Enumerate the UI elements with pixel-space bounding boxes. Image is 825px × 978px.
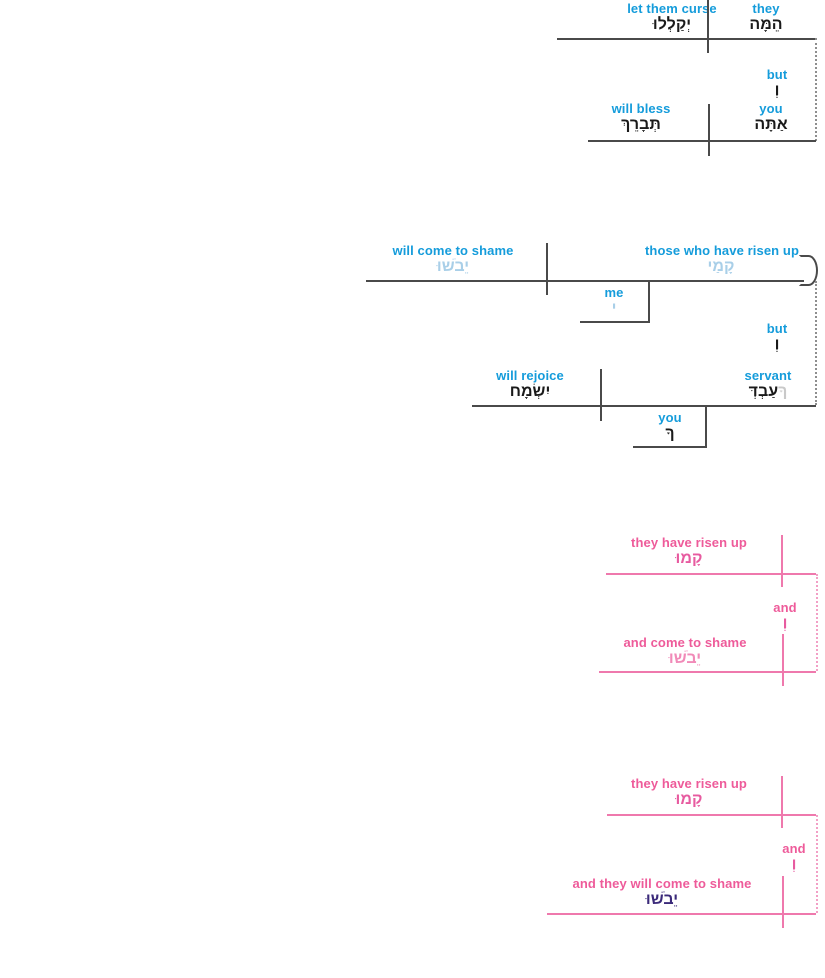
- hebrew-stem: עַבְדְּ: [748, 382, 779, 400]
- row-1b-subject: you אַתָּה: [726, 102, 816, 133]
- baseline-row-4a: [607, 814, 816, 816]
- gloss-text: and: [773, 600, 797, 615]
- baseline-row-2a: [366, 280, 804, 282]
- row-1b-conjunction: but וְ: [746, 68, 808, 99]
- subject-predicate-divider-4b: [782, 876, 784, 928]
- subject-predicate-divider-2b: [600, 369, 602, 421]
- conjunction-spine-2: [815, 281, 817, 405]
- modifier-base-2b: [633, 446, 707, 448]
- row-3b-predicate: and come to shame יֵבֹשׁוּ: [613, 636, 757, 667]
- row-3a-predicate: they have risen up קָמוּ: [628, 536, 750, 567]
- gloss-text: but: [766, 321, 788, 336]
- hebrew-text: תְּבָרֵךְ: [621, 115, 661, 133]
- hebrew-text: יִשְׂמָח: [509, 382, 551, 400]
- subject-predicate-divider-1b: [708, 104, 710, 156]
- relative-clause-hook-icon: [799, 255, 818, 286]
- gloss-text: they: [752, 1, 780, 16]
- hebrew-text: קָמוּ: [675, 549, 703, 567]
- conjunction-spine-3: [816, 574, 818, 671]
- gloss-text: me: [604, 285, 624, 300]
- conjunction-spine-1: [815, 38, 817, 141]
- subject-predicate-divider-3a: [781, 535, 783, 587]
- hebrew-text: וְ: [774, 81, 780, 99]
- row-3b-conjunction: and וְ: [758, 601, 812, 632]
- gloss-text: servant: [744, 368, 792, 383]
- gloss-text: you: [759, 101, 783, 116]
- conjunction-spine-4: [816, 815, 818, 913]
- gloss-text: they have risen up: [631, 776, 747, 791]
- baseline-row-3b: [599, 671, 816, 673]
- subject-predicate-divider-4a: [781, 776, 783, 828]
- gloss-text: and they will come to shame: [572, 876, 752, 891]
- hebrew-text: אַתָּה: [754, 115, 788, 133]
- row-2b-conjunction: but וְ: [746, 322, 808, 353]
- row-2a-subject: those who have risen up קָמַי: [645, 243, 799, 275]
- gloss-text: will come to shame: [392, 243, 514, 258]
- baseline-row-3a: [606, 573, 816, 575]
- row-1a-predicate: let them curse יְקַלְלוּ: [552, 2, 792, 33]
- hebrew-text: וְ: [791, 855, 797, 873]
- hebrew-text: יֵבֹשׁוּ: [645, 890, 679, 908]
- row-1a-subject: they הֵמָּה: [716, 2, 816, 33]
- modifier-riser-2b: [705, 406, 707, 447]
- modifier-riser-2a: [648, 281, 650, 322]
- gloss-text: but: [766, 67, 788, 82]
- gloss-text: will bless: [611, 101, 671, 116]
- gloss-text: you: [658, 410, 682, 425]
- row-4b-predicate: and they will come to shame יֵבֹשׁוּ: [562, 877, 762, 908]
- row-2b-modifier: you ךָ: [634, 411, 706, 442]
- gloss-text: let them curse: [627, 1, 717, 16]
- hebrew-text: קָמַי: [707, 257, 735, 275]
- row-4a-predicate: they have risen up קָמוּ: [628, 777, 750, 808]
- hebrew-text: יְקַלְלוּ: [652, 15, 692, 33]
- modifier-base-2a: [580, 321, 650, 323]
- hebrew-text: וְ: [774, 335, 780, 353]
- hebrew-text: וְ: [782, 614, 788, 632]
- subject-predicate-divider-1a: [707, 0, 709, 53]
- row-4b-conjunction: and וְ: [770, 842, 818, 873]
- row-2b-predicate: will rejoice יִשְׂמָח: [470, 369, 590, 400]
- row-2b-subject: servant ךָעַבְדְּ: [722, 369, 814, 400]
- hebrew-text: הֵמָּה: [749, 15, 783, 33]
- baseline-row-1a: [557, 38, 816, 40]
- baseline-row-2b: [472, 405, 816, 407]
- baseline-row-1b: [588, 140, 816, 142]
- baseline-row-4b: [547, 913, 816, 915]
- gloss-text: they have risen up: [631, 535, 747, 550]
- gloss-text: will rejoice: [496, 368, 564, 383]
- hebrew-text: ךָעַבְדְּ: [722, 382, 814, 401]
- hebrew-suffix: ךָ: [778, 382, 788, 400]
- hebrew-text: קָמוּ: [675, 790, 703, 808]
- gloss-text: those who have risen up: [645, 243, 799, 258]
- hebrew-text: י: [611, 299, 617, 317]
- hebrew-text: ךָ: [665, 424, 675, 442]
- row-2a-predicate: will come to shame יֵבֹשׁוּ: [388, 244, 518, 275]
- gloss-text: and: [782, 841, 806, 856]
- hebrew-text: יֵבֹשׁוּ: [668, 649, 702, 667]
- hebrew-text: יֵבֹשׁוּ: [436, 257, 470, 275]
- gloss-text: and come to shame: [623, 635, 747, 650]
- row-1b-predicate: will bless תְּבָרֵךְ: [580, 102, 702, 133]
- row-2a-modifier: me י: [580, 286, 648, 317]
- subject-predicate-divider-2a: [546, 243, 548, 295]
- subject-predicate-divider-3b: [782, 634, 784, 686]
